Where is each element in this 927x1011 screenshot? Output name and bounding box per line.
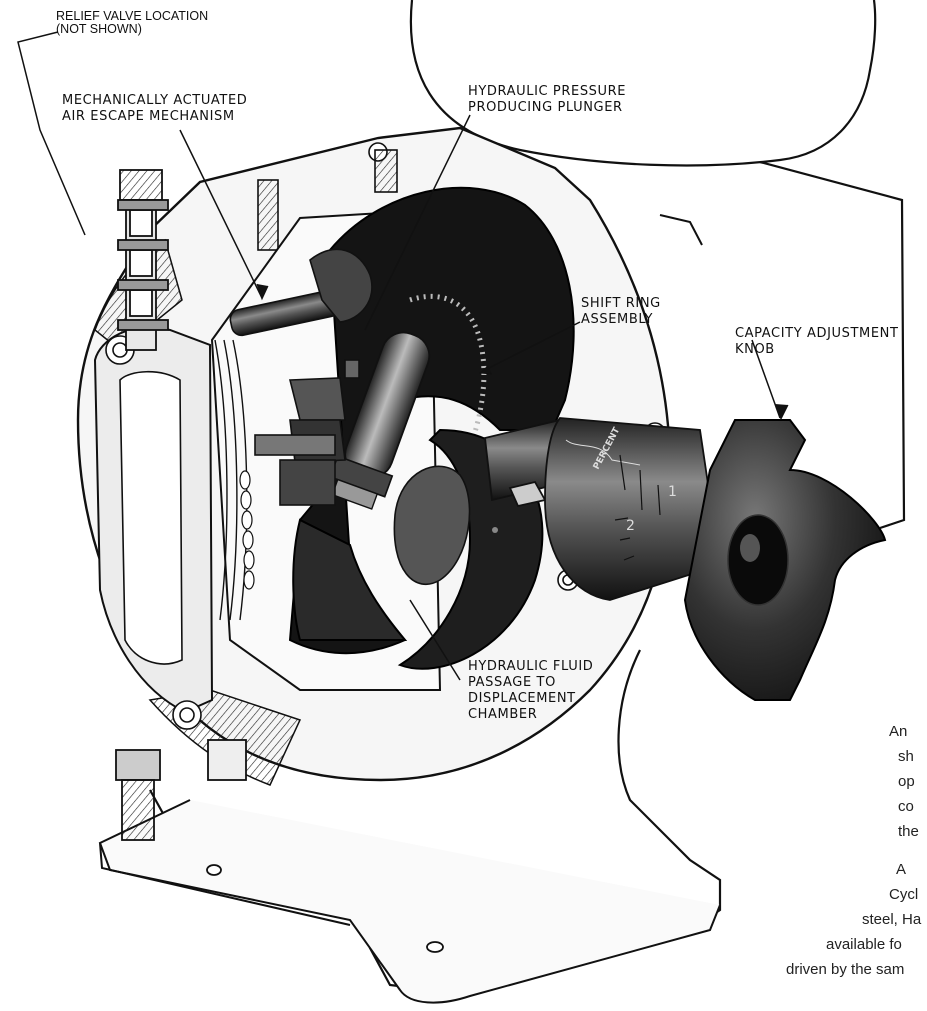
body-text-fragment: op <box>898 773 915 790</box>
relief-valve-label: RELIEF VALVE LOCATION (NOT SHOWN) <box>56 9 209 36</box>
body-text-fragment: Cycl <box>889 886 919 903</box>
relief-valve-leader <box>17 31 86 236</box>
bottom-fitting <box>115 739 247 841</box>
dial-mark-2: 2 <box>626 518 635 534</box>
body-text-fragment: A <box>896 861 907 878</box>
body-text-fragment: steel, Ha <box>862 911 922 928</box>
body-text-fragment: co <box>898 798 914 815</box>
body-text-fragment: available fo <box>826 936 902 953</box>
plunger-label: HYDRAULIC PRESSURE PRODUCING PLUNGER <box>468 84 627 115</box>
capacity-adjustment-knob <box>683 419 887 701</box>
dial-mark-1: 1 <box>668 484 677 500</box>
fluid-passage-label: HYDRAULIC FLUID PASSAGE TO DISPLACEMENT … <box>468 659 594 722</box>
motor-body-outline <box>759 160 906 530</box>
shift-ring-label: SHIFT RING ASSEMBLY <box>581 296 661 327</box>
plunger <box>329 331 431 510</box>
body-text-fragment: the <box>898 823 919 840</box>
valve-stack <box>117 169 169 351</box>
body-text-fragment: An <box>889 723 908 740</box>
plunger-leader <box>364 114 471 331</box>
air-escape-mechanism <box>229 248 373 379</box>
body-text-fragment: sh <box>898 748 914 765</box>
body-text-fragment: driven by the sam <box>786 961 905 978</box>
motor-outline <box>409 0 877 167</box>
shift-ring-leader <box>484 321 581 371</box>
chain-links <box>239 470 255 590</box>
capacity-dial <box>544 417 722 601</box>
fluid-passage-leader <box>409 599 461 681</box>
air-escape-label: MECHANICALLY ACTUATED AIR ESCAPE MECHANI… <box>62 93 248 124</box>
air-escape-leader <box>179 129 263 299</box>
base-plate <box>98 799 721 1004</box>
capacity-knob-label: CAPACITY ADJUSTMENT KNOB <box>735 326 899 357</box>
leader-lines <box>17 31 781 681</box>
